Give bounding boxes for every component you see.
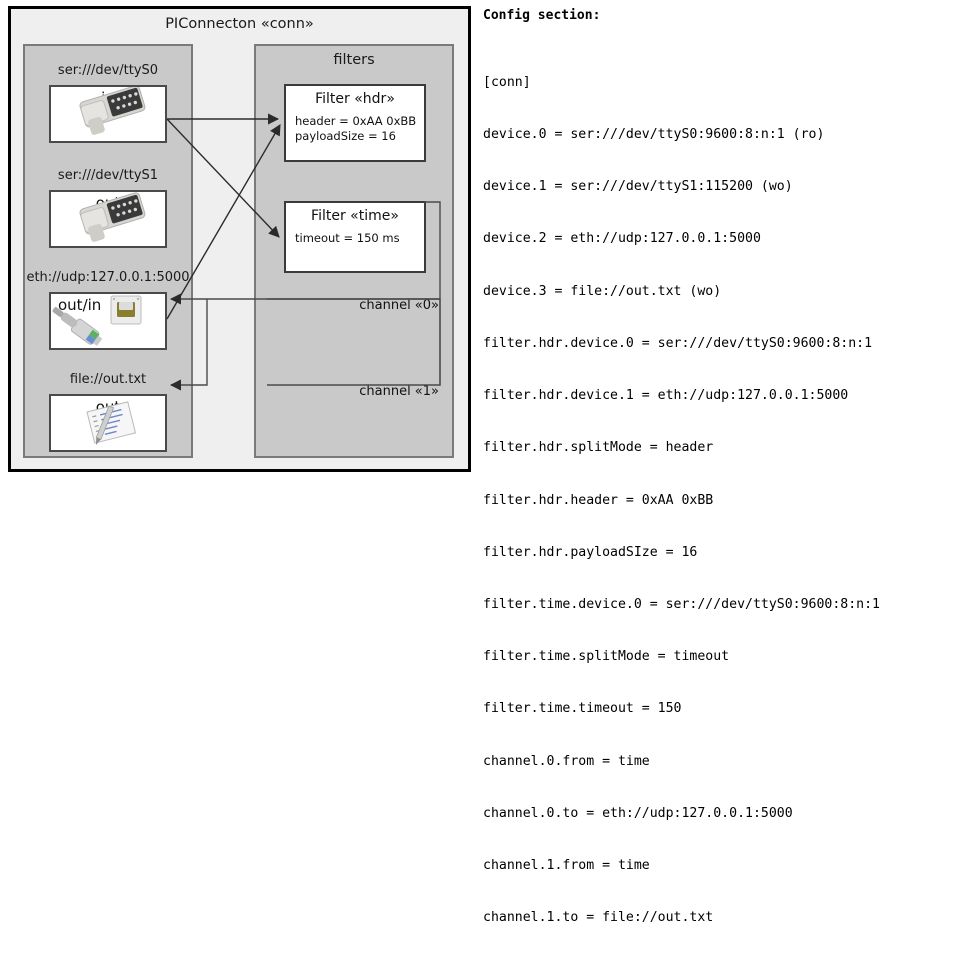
config-line: filter.hdr.device.1 = eth://udp:127.0.0.… bbox=[483, 388, 849, 404]
config-line: [conn] bbox=[483, 74, 531, 90]
filter-title-time: Filter «time» bbox=[311, 208, 399, 224]
config-heading: Config section: bbox=[483, 8, 601, 23]
config-line: device.2 = eth://udp:127.0.0.1:5000 bbox=[483, 231, 761, 247]
device-direction-outin: out/in bbox=[58, 296, 102, 314]
device-box-file[interactable]: out bbox=[49, 394, 167, 452]
filter-prop: timeout = 150 ms bbox=[295, 231, 400, 245]
device-label-eth: eth://udp:127.0.0.1:5000 bbox=[26, 270, 190, 285]
config-line: channel.1.to = file://out.txt bbox=[483, 910, 714, 926]
config-line: channel.1.from = time bbox=[483, 858, 650, 874]
device-label-ttyS1: ser:///dev/ttyS1 bbox=[57, 168, 159, 183]
config-line: filter.hdr.header = 0xAA 0xBB bbox=[483, 492, 714, 508]
config-line: filter.time.splitMode = timeout bbox=[483, 649, 730, 665]
filter-box-time[interactable]: Filter «time» timeout = 150 ms bbox=[284, 201, 426, 273]
config-line: device.0 = ser:///dev/ttyS0:9600:8:n:1 (… bbox=[483, 127, 825, 143]
config-line: channel.0.to = eth://udp:127.0.0.1:5000 bbox=[483, 805, 793, 821]
config-line: device.1 = ser:///dev/ttyS1:115200 (wo) bbox=[483, 179, 793, 195]
outer-frame: PIConnecton «conn» ser:///dev/ttyS0 in bbox=[8, 6, 471, 472]
connector-diagram: PIConnecton «conn» ser:///dev/ttyS0 in bbox=[8, 6, 471, 472]
device-box-ttyS1[interactable]: out bbox=[49, 190, 167, 248]
config-line: filter.hdr.device.0 = ser:///dev/ttyS0:9… bbox=[483, 335, 873, 351]
filter-title-hdr: Filter «hdr» bbox=[315, 91, 395, 107]
ethernet-rj45-icon bbox=[52, 295, 142, 346]
channel-label-1: channel «1» bbox=[359, 384, 439, 399]
channel-label-0: channel «0» bbox=[359, 298, 439, 313]
serial-db9-icon bbox=[79, 192, 146, 242]
device-box-ttyS0[interactable]: in bbox=[49, 85, 167, 143]
filters-panel-title: filters bbox=[333, 52, 375, 68]
config-line: filter.time.device.0 = ser:///dev/ttyS0:… bbox=[483, 597, 880, 612]
filter-prop: header = 0xAA 0xBB bbox=[295, 114, 417, 128]
serial-db9-icon bbox=[79, 87, 146, 135]
filter-prop: payloadSize = 16 bbox=[295, 129, 396, 143]
config-line: channel.0.from = time bbox=[483, 753, 650, 769]
filter-props-hdr: header = 0xAA 0xBB payloadSize = 16 bbox=[295, 114, 416, 144]
config-line: filter.hdr.payloadSIze = 16 bbox=[483, 544, 698, 560]
device-box-eth[interactable]: out/in bbox=[49, 292, 167, 350]
devices-panel: ser:///dev/ttyS0 in bbox=[23, 44, 193, 458]
text-file-icon bbox=[86, 401, 137, 445]
filters-panel: filters Filter «hdr» header = 0xAA 0xBB … bbox=[254, 44, 454, 458]
config-line: filter.hdr.splitMode = header bbox=[483, 440, 714, 456]
config-line: filter.time.timeout = 150 bbox=[483, 701, 682, 717]
filter-props-time: timeout = 150 ms bbox=[295, 231, 400, 246]
diagram-title: PIConnecton «conn» bbox=[165, 16, 314, 32]
filter-box-hdr[interactable]: Filter «hdr» header = 0xAA 0xBB payloadS… bbox=[284, 84, 426, 162]
device-label-ttyS0: ser:///dev/ttyS0 bbox=[57, 63, 159, 78]
config-section: Config section: [conn] device.0 = ser://… bbox=[483, 8, 953, 962]
config-body: [conn] device.0 = ser:///dev/ttyS0:9600:… bbox=[483, 39, 953, 962]
config-line: device.3 = file://out.txt (wo) bbox=[483, 283, 722, 299]
device-label-file: file://out.txt bbox=[69, 372, 147, 387]
